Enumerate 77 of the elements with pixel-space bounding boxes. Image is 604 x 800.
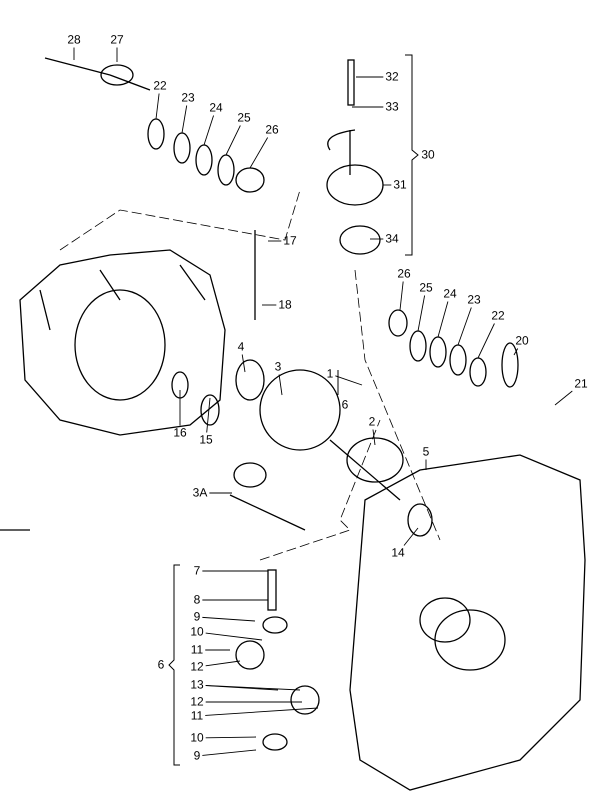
leader-line [205, 684, 300, 690]
leader-line [204, 115, 214, 146]
leader-line [204, 708, 318, 716]
callout-number: 17 [282, 234, 298, 248]
callout-number: 26 [396, 268, 412, 280]
callout-number: 8 [192, 594, 202, 606]
leader-line [334, 375, 362, 386]
leader-line [205, 632, 262, 640]
callout-number: 22 [152, 80, 168, 92]
callout-number: 11 [190, 710, 204, 722]
leader-line [205, 736, 256, 738]
callout-number: 3A [192, 486, 208, 500]
callout-number: 6 [156, 658, 166, 672]
leader-line [116, 47, 118, 62]
leader-line [514, 348, 518, 356]
callout-number: 34 [384, 232, 400, 246]
leader-line [205, 660, 240, 666]
callout-number: 24 [208, 102, 224, 114]
callout-number: 22 [490, 310, 506, 322]
callout-number: 25 [236, 112, 252, 124]
leader-line [372, 429, 376, 446]
leader-line [400, 281, 404, 310]
callout-number: 24 [442, 288, 458, 300]
callout-number: 27 [109, 34, 125, 46]
leader-line [206, 398, 210, 433]
callout-number: 10 [189, 626, 205, 638]
leader-line [208, 492, 232, 494]
leader-line [418, 295, 426, 332]
callout-number: 6 [340, 398, 350, 412]
callout-number: 31 [392, 178, 408, 192]
callout-number: 1 [326, 368, 334, 380]
leader-line [268, 240, 282, 242]
leader-line [370, 238, 384, 240]
leader-line [250, 137, 268, 168]
leader-line [156, 93, 160, 120]
callout-number: 3 [274, 360, 282, 374]
callout-number: 14 [390, 546, 406, 560]
callout-number: 7 [192, 564, 202, 578]
callout-number: 15 [198, 434, 214, 446]
callout-number: 16 [172, 426, 188, 440]
callout-number: 10 [189, 732, 205, 744]
leader-line [278, 374, 282, 396]
leader-line [262, 304, 277, 306]
leader-line [478, 323, 495, 358]
leader-line [202, 570, 268, 572]
callout-number: 9 [192, 610, 202, 624]
callout-number: 33 [384, 100, 400, 114]
callout-number: 28 [66, 34, 82, 46]
callout-number: 23 [180, 92, 196, 104]
callout-number: 5 [422, 446, 430, 458]
leader-line [202, 616, 256, 622]
leader-line [242, 354, 246, 372]
leader-line [404, 528, 418, 546]
callout-number: 25 [418, 282, 434, 294]
callout-number: 9 [192, 750, 202, 762]
callout-number: 4 [236, 340, 246, 354]
leader-line [202, 750, 256, 756]
callout-number: 2 [368, 416, 376, 428]
leader-line [226, 125, 241, 156]
callout-number: 18 [277, 298, 293, 312]
callout-number: 30 [420, 148, 436, 162]
leader-line [356, 76, 384, 78]
leader-line [438, 301, 448, 338]
leader-line [382, 184, 392, 186]
callout-number: 32 [384, 70, 400, 84]
callout-number: 26 [264, 124, 280, 136]
callout-number: 13 [189, 678, 205, 692]
callout-number: 23 [466, 294, 482, 306]
callout-number: 21 [573, 378, 589, 390]
callout-number: 12 [189, 696, 205, 708]
leader-line [554, 390, 573, 406]
callout-number: 20 [514, 334, 530, 348]
callout-number: 12 [189, 660, 205, 674]
callout-number: 11 [190, 644, 204, 656]
leader-line [182, 105, 188, 134]
leader-line [458, 307, 472, 346]
leader-line [352, 106, 384, 108]
